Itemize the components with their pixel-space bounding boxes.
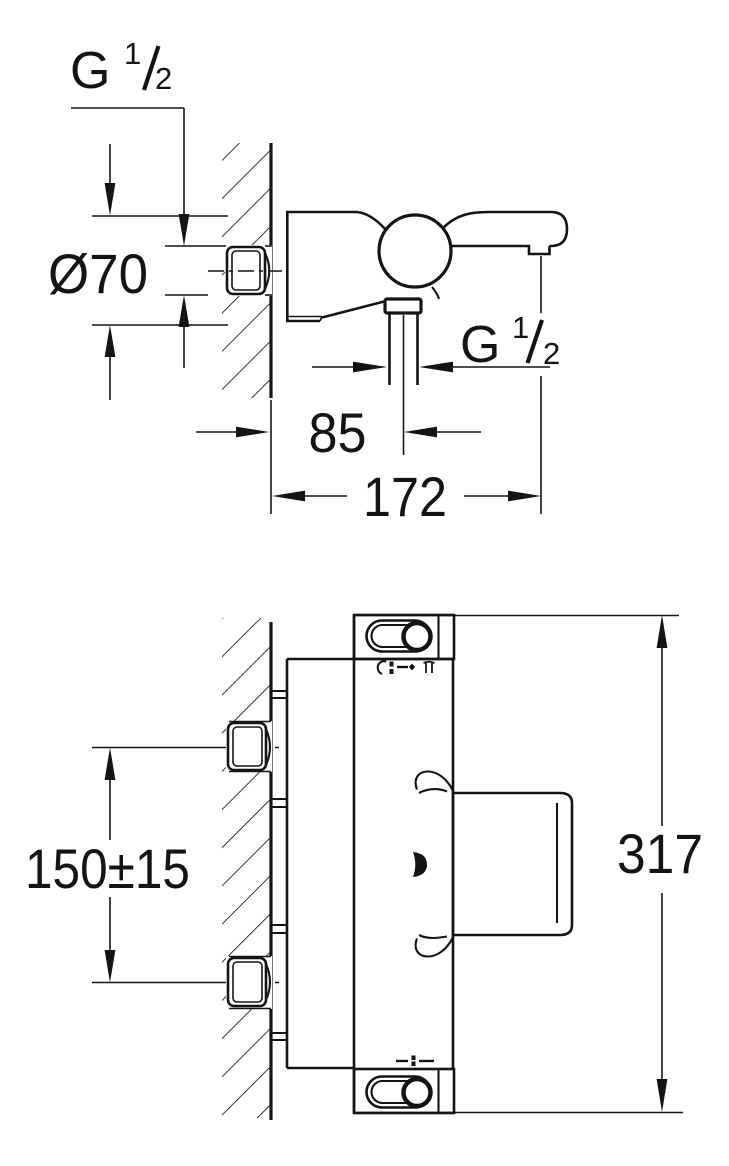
spout-block [451,791,574,937]
handle-knob [401,1076,433,1109]
body-centre-mark [413,852,427,877]
shower-outlet-flange [383,297,423,315]
handle-top [365,619,433,653]
plan-view: 150±15 317 [25,613,703,1120]
lever-top-curve [442,210,489,229]
inlet-spacing-value: 150±15 [25,837,190,900]
fraction-slash [142,45,161,91]
arrowhead-right [508,490,541,502]
dim-inlet-spacing: 150±15 [25,747,190,983]
handle-knob [401,620,433,653]
dim-wall-to-shower-outlet: 85 [196,315,481,464]
arrowhead-left [272,490,305,502]
handle-bottom [365,1075,433,1109]
spout-underside-and-aerator [452,244,551,256]
inlet-union [208,245,282,296]
flow-markings-icon [396,1055,434,1066]
union-square [226,721,268,772]
thermostat-body [285,613,574,1115]
dim-wall-thread: G 1 2 [70,36,226,368]
wall-thread-prefix: G [70,42,110,100]
wall-hatching [222,618,271,1118]
union-square [226,956,268,1008]
arrowhead-down [104,950,116,983]
neck-dip-curve [356,210,387,231]
mounting-tabs [271,689,288,1042]
mixer-body [285,210,569,385]
dim-overall-width: 317 [355,614,703,1114]
escutcheon-diameter-label: Ø70 [48,242,148,305]
lever-cap-circle [377,213,453,289]
hood-diagonal-edge [321,297,395,319]
outlet-thread-denominator: 2 [543,336,560,371]
spout-end-cap [488,210,569,248]
dim-escutcheon-diameter: Ø70 [48,144,228,400]
arrowhead-up [656,615,668,648]
fraction-slash [525,319,544,364]
arrowhead-up [104,325,116,357]
overall-width-value: 317 [617,822,703,885]
arrowhead-down [104,183,116,216]
wall-thread-denominator: 2 [155,61,172,96]
thermostat-scale-markings-icon [376,660,435,675]
arrowhead-up [178,295,190,327]
side-view: G 1 2 Ø70 G 1 2 [48,36,569,528]
arrowhead-down [178,214,190,246]
outlet-thread-prefix: G [460,316,500,374]
arrowhead-left [404,426,437,438]
wall-thread-numerator: 1 [124,36,141,71]
arrowhead-right [236,426,269,438]
escutcheon-hood-fill [286,211,399,322]
wall-to-shower-outlet-value: 85 [309,401,367,464]
arrowhead-up [104,747,116,780]
dim-shower-outlet-thread: G 1 2 [312,310,560,374]
wall-to-spout-tip-value: 172 [363,465,447,528]
arrowhead-down [656,1079,668,1112]
inlet-union-top [226,720,272,773]
inlet-union-bottom [226,955,272,1010]
outlet-thread-numerator: 1 [512,310,529,345]
dim-wall-to-spout-tip: 172 [270,256,542,528]
arrowhead-left [419,361,453,373]
arrowhead-right [353,361,387,373]
